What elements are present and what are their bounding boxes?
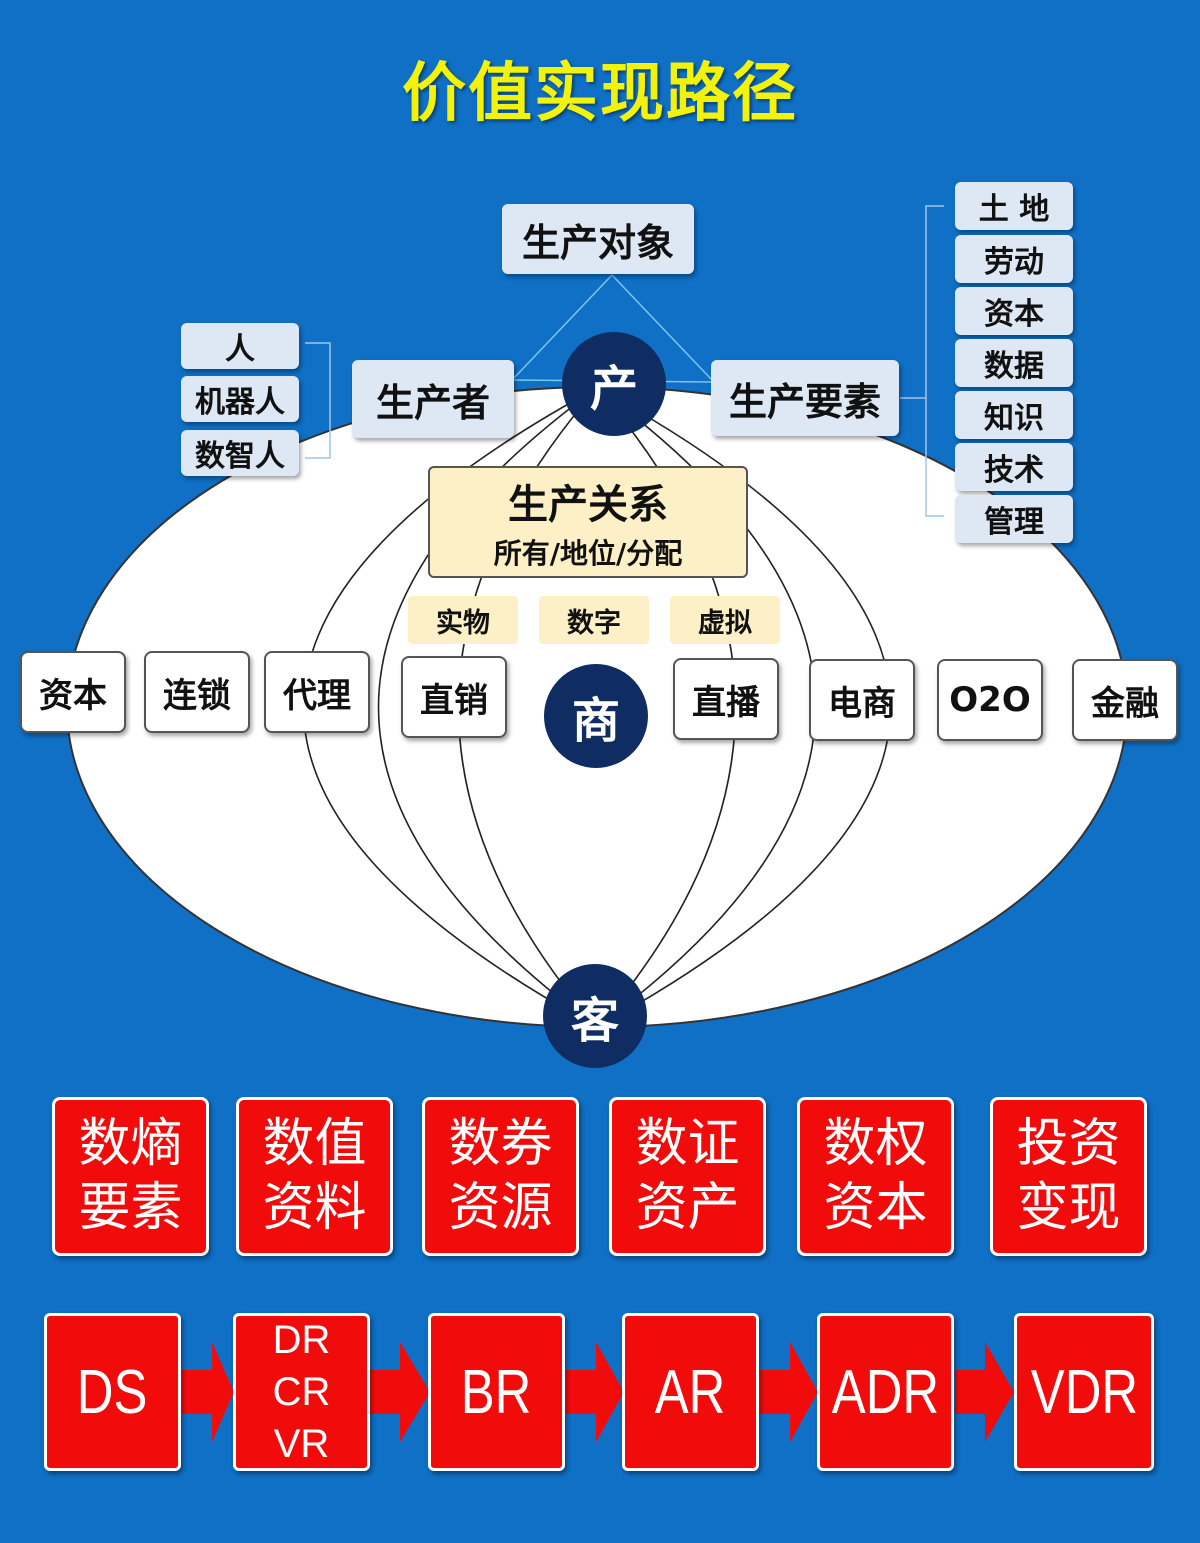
producer-item: 数智人 xyxy=(181,430,299,476)
code-label: ADR xyxy=(831,1357,940,1427)
form-tag: 实物 xyxy=(408,596,518,644)
stage-line: 投资 xyxy=(1016,1114,1121,1174)
code-box-vdr: VDR xyxy=(1014,1313,1154,1471)
code-box-adr: ADR xyxy=(817,1313,954,1471)
stage-line: 资料 xyxy=(262,1178,367,1238)
code-box-ds: DS xyxy=(44,1313,181,1471)
producer-bracket xyxy=(305,342,331,459)
channel-box: 资本 xyxy=(20,651,126,733)
code-label: VR xyxy=(273,1422,330,1466)
stage-line: 资源 xyxy=(448,1178,553,1238)
stage-line: 数值 xyxy=(262,1114,367,1174)
factor-bracket xyxy=(900,205,944,517)
circle-chan: 产 xyxy=(562,332,666,436)
factor-item: 技术 xyxy=(955,443,1073,491)
arrow-5 xyxy=(955,1342,1014,1442)
code-label: CR xyxy=(272,1370,331,1414)
form-tag: 虚拟 xyxy=(670,596,780,644)
producer-item: 机器人 xyxy=(181,376,299,422)
stage-line: 资产 xyxy=(635,1178,740,1238)
producer-item: 人 xyxy=(181,323,299,369)
production-relation-box: 生产关系 所有/地位/分配 xyxy=(428,466,748,578)
arrow-4 xyxy=(760,1342,818,1442)
code-box-stack: DR CR VR xyxy=(233,1313,370,1471)
factor-item: 资本 xyxy=(955,287,1073,335)
page-title: 价值实现路径 xyxy=(402,57,798,131)
code-box-br: BR xyxy=(428,1313,565,1471)
arrow-1 xyxy=(182,1342,234,1442)
producer-box: 生产者 xyxy=(352,360,514,438)
channel-box: 金融 xyxy=(1072,659,1178,741)
channel-box: 电商 xyxy=(809,659,915,741)
relation-title: 生产关系 xyxy=(508,482,668,528)
code-box-ar: AR xyxy=(622,1313,759,1471)
code-label: VDR xyxy=(1030,1357,1138,1427)
arrow-3 xyxy=(566,1342,624,1442)
code-label: DS xyxy=(77,1357,148,1427)
circle-ke: 客 xyxy=(543,964,647,1068)
factor-item: 土 地 xyxy=(955,182,1073,230)
channel-box: 连锁 xyxy=(144,651,250,733)
factor-item: 劳动 xyxy=(955,235,1073,283)
stage-box: 数权 资本 xyxy=(797,1097,954,1256)
code-label: DR xyxy=(272,1318,331,1362)
stage-box: 数证 资产 xyxy=(609,1097,766,1256)
channel-box: 直销 xyxy=(401,656,507,738)
flow-arrows xyxy=(182,1342,1014,1442)
stage-line: 资本 xyxy=(823,1178,928,1238)
stage-box: 数熵 要素 xyxy=(52,1097,209,1256)
factor-item: 数据 xyxy=(955,339,1073,387)
channel-box: O2O xyxy=(937,659,1043,741)
circle-shang: 商 xyxy=(544,664,648,768)
stage-line: 数熵 xyxy=(78,1114,183,1174)
production-object-box: 生产对象 xyxy=(502,204,694,274)
code-label: BR xyxy=(461,1357,532,1427)
factor-item: 知识 xyxy=(955,391,1073,439)
channel-box: 直播 xyxy=(673,658,779,740)
production-factors-box: 生产要素 xyxy=(711,360,899,436)
stage-box: 投资 变现 xyxy=(990,1097,1147,1256)
relation-subtitle: 所有/地位/分配 xyxy=(493,537,683,570)
stage-line: 数证 xyxy=(635,1114,740,1174)
factor-item: 管理 xyxy=(955,495,1073,543)
code-label: AR xyxy=(655,1357,726,1427)
form-tag: 数字 xyxy=(539,596,649,644)
stage-line: 数券 xyxy=(448,1114,553,1174)
arrow-2 xyxy=(370,1342,430,1442)
stage-box: 数券 资源 xyxy=(422,1097,579,1256)
channel-box: 代理 xyxy=(264,651,370,733)
stage-box: 数值 资料 xyxy=(236,1097,393,1256)
stage-line: 要素 xyxy=(78,1178,183,1238)
stage-line: 数权 xyxy=(823,1114,928,1174)
stage-line: 变现 xyxy=(1016,1178,1121,1238)
